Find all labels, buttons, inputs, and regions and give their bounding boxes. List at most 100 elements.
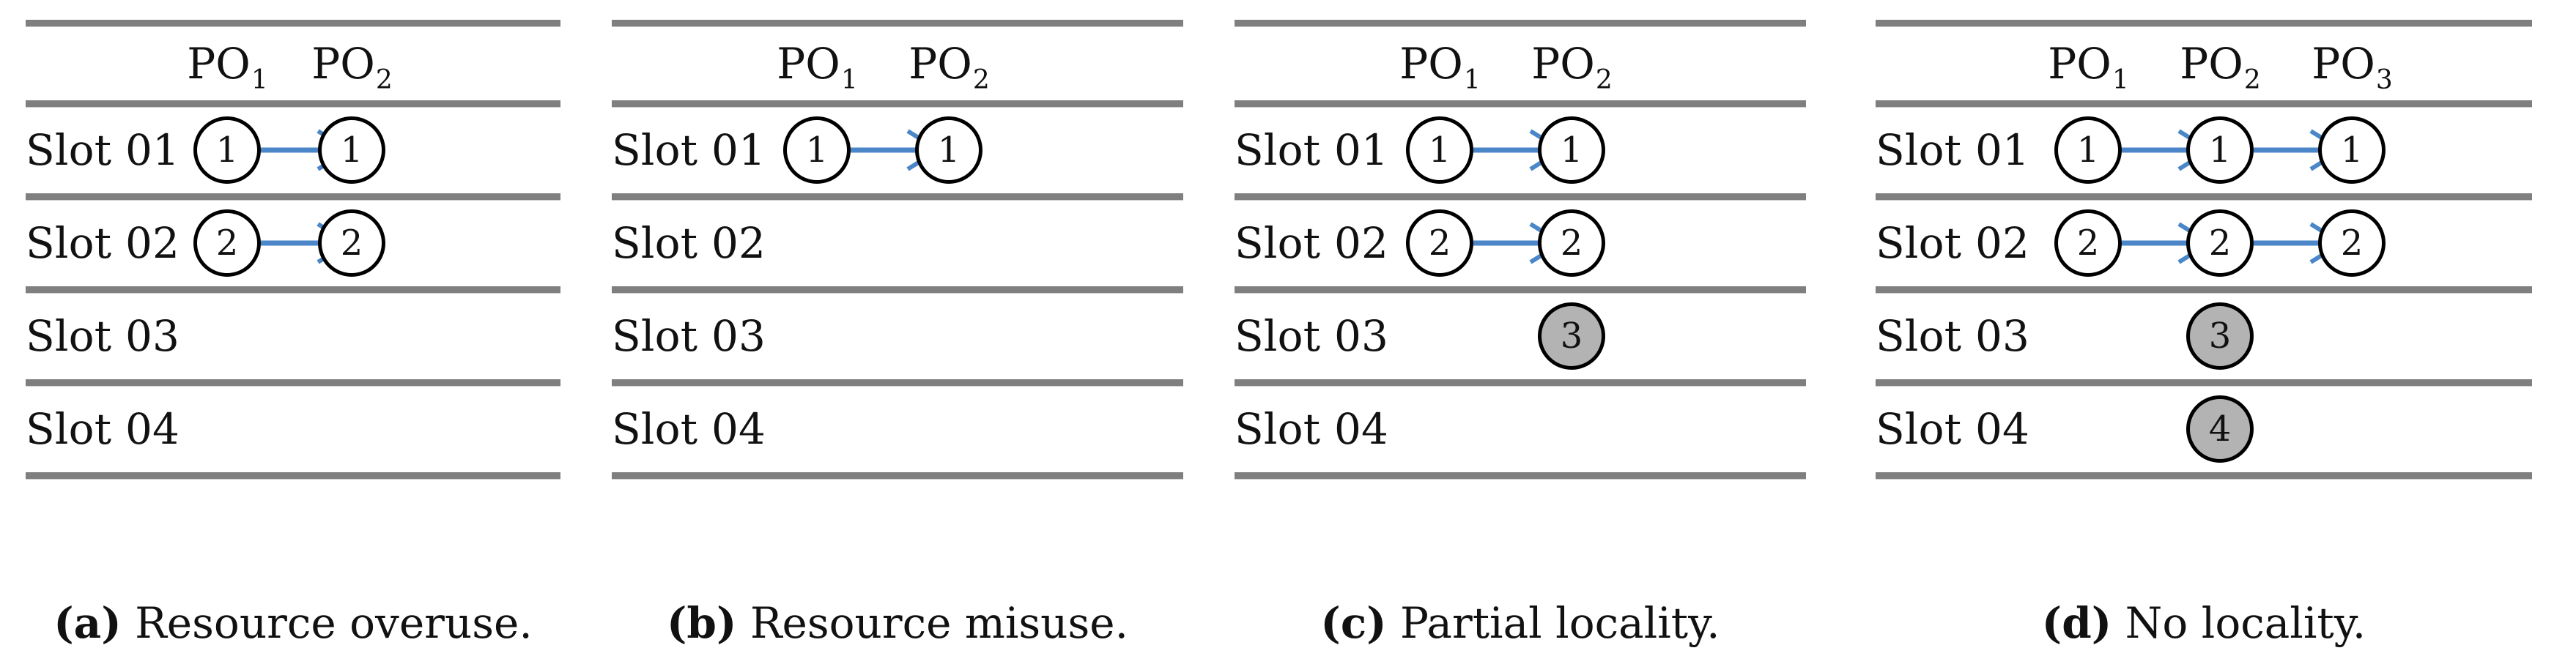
slot-label: Slot 02 bbox=[26, 218, 180, 268]
table-row: Slot 02 bbox=[612, 200, 1183, 286]
slot-label: Slot 01 bbox=[26, 125, 180, 175]
task-node: 1 bbox=[1538, 116, 1605, 184]
column-header-d-3: PO3 bbox=[2286, 26, 2418, 100]
table-rule-header bbox=[1235, 100, 1806, 107]
slot-cell: 1 bbox=[1506, 107, 1637, 193]
po-label-base: PO bbox=[2180, 38, 2243, 89]
table-rule-top bbox=[1235, 20, 1806, 26]
table-row: Slot 03 bbox=[26, 293, 560, 379]
po-label-base: PO bbox=[2048, 38, 2111, 89]
caption-letter: (a) bbox=[53, 598, 122, 648]
task-node: 2 bbox=[2186, 209, 2254, 277]
po-label: PO1 bbox=[187, 42, 267, 94]
slot-cell: 3 bbox=[2154, 293, 2286, 379]
table-row: Slot 04 bbox=[612, 386, 1183, 472]
panel-caption-a: (a) Resource overuse. bbox=[0, 598, 586, 648]
table-rule-bottom bbox=[1876, 472, 2532, 479]
table-rule bbox=[1876, 379, 2532, 386]
task-node: 1 bbox=[193, 116, 261, 184]
table-rule bbox=[26, 379, 560, 386]
slot-cell bbox=[165, 293, 289, 379]
slot-label: Slot 03 bbox=[1235, 311, 1389, 361]
po-label: PO1 bbox=[1399, 42, 1480, 94]
slot-cell bbox=[883, 386, 1015, 472]
slot-label: Slot 01 bbox=[612, 125, 766, 175]
task-node: 1 bbox=[2186, 116, 2254, 184]
slot-label: Slot 02 bbox=[1876, 218, 2030, 268]
task-node: 2 bbox=[1406, 209, 1473, 277]
caption-text: Partial locality. bbox=[1400, 598, 1720, 648]
caption-letter: (d) bbox=[2041, 598, 2112, 648]
slot-cell bbox=[289, 293, 414, 379]
column-header-c-2: PO2 bbox=[1506, 26, 1637, 100]
caption-letter: (b) bbox=[666, 598, 737, 648]
slot-label: Slot 02 bbox=[612, 218, 766, 268]
slot-label: Slot 04 bbox=[612, 404, 766, 454]
column-header-c-1: PO1 bbox=[1374, 26, 1506, 100]
table-rule bbox=[1876, 286, 2532, 293]
po-label-subscript: 2 bbox=[2243, 64, 2261, 95]
column-header-a-2: PO2 bbox=[289, 26, 414, 100]
task-node: 1 bbox=[1406, 116, 1473, 184]
slot-cell: 1 bbox=[165, 107, 350, 193]
caption-text: Resource overuse. bbox=[135, 598, 533, 648]
po-label-subscript: 1 bbox=[840, 64, 858, 95]
task-node: 1 bbox=[318, 116, 385, 184]
caption-text: Resource misuse. bbox=[750, 598, 1129, 648]
slot-cell: 1 bbox=[1374, 107, 1563, 193]
caption-letter: (c) bbox=[1320, 598, 1387, 648]
slot-cell bbox=[165, 386, 289, 472]
slot-cell: 2 bbox=[2154, 200, 2343, 286]
slot-cell bbox=[1506, 386, 1637, 472]
task-node: 2 bbox=[2318, 209, 2386, 277]
slot-cell bbox=[751, 386, 883, 472]
table-rule bbox=[1235, 286, 1806, 293]
table-rule bbox=[1876, 193, 2532, 200]
task-node: 2 bbox=[318, 209, 385, 277]
table-rule-bottom bbox=[612, 472, 1183, 479]
table-rule-bottom bbox=[26, 472, 560, 479]
panel-caption-b: (b) Resource misuse. bbox=[586, 598, 1209, 648]
slot-cell: 1 bbox=[2022, 107, 2211, 193]
table-rule bbox=[1235, 193, 1806, 200]
table-row: Slot 04 bbox=[26, 386, 560, 472]
task-node-shaded: 4 bbox=[2186, 395, 2254, 463]
slot-cell bbox=[289, 386, 414, 472]
column-header-row: PO1 PO2 bbox=[1235, 26, 1806, 100]
po-label-base: PO bbox=[777, 38, 840, 89]
column-header-a-1: PO1 bbox=[165, 26, 289, 100]
slot-label: Slot 04 bbox=[1235, 404, 1389, 454]
panel-caption-c: (c) Partial locality. bbox=[1209, 598, 1832, 648]
slot-cell: 2 bbox=[165, 200, 350, 286]
po-label-subscript: 1 bbox=[1463, 64, 1481, 95]
table-rule bbox=[612, 379, 1183, 386]
column-header-d-2: PO2 bbox=[2154, 26, 2286, 100]
po-label: PO1 bbox=[777, 42, 857, 94]
task-node: 2 bbox=[2054, 209, 2122, 277]
po-label-base: PO bbox=[908, 38, 972, 89]
slot-label: Slot 01 bbox=[1876, 125, 2030, 175]
slot-cell bbox=[2022, 293, 2154, 379]
slot-cell bbox=[1374, 386, 1506, 472]
table-rule-top bbox=[1876, 20, 2532, 26]
po-label: PO2 bbox=[908, 42, 989, 94]
table-rule bbox=[26, 193, 560, 200]
table-rule-header bbox=[612, 100, 1183, 107]
slot-cell bbox=[2286, 386, 2418, 472]
po-label-base: PO bbox=[2312, 38, 2375, 89]
slot-label: Slot 03 bbox=[26, 311, 180, 361]
